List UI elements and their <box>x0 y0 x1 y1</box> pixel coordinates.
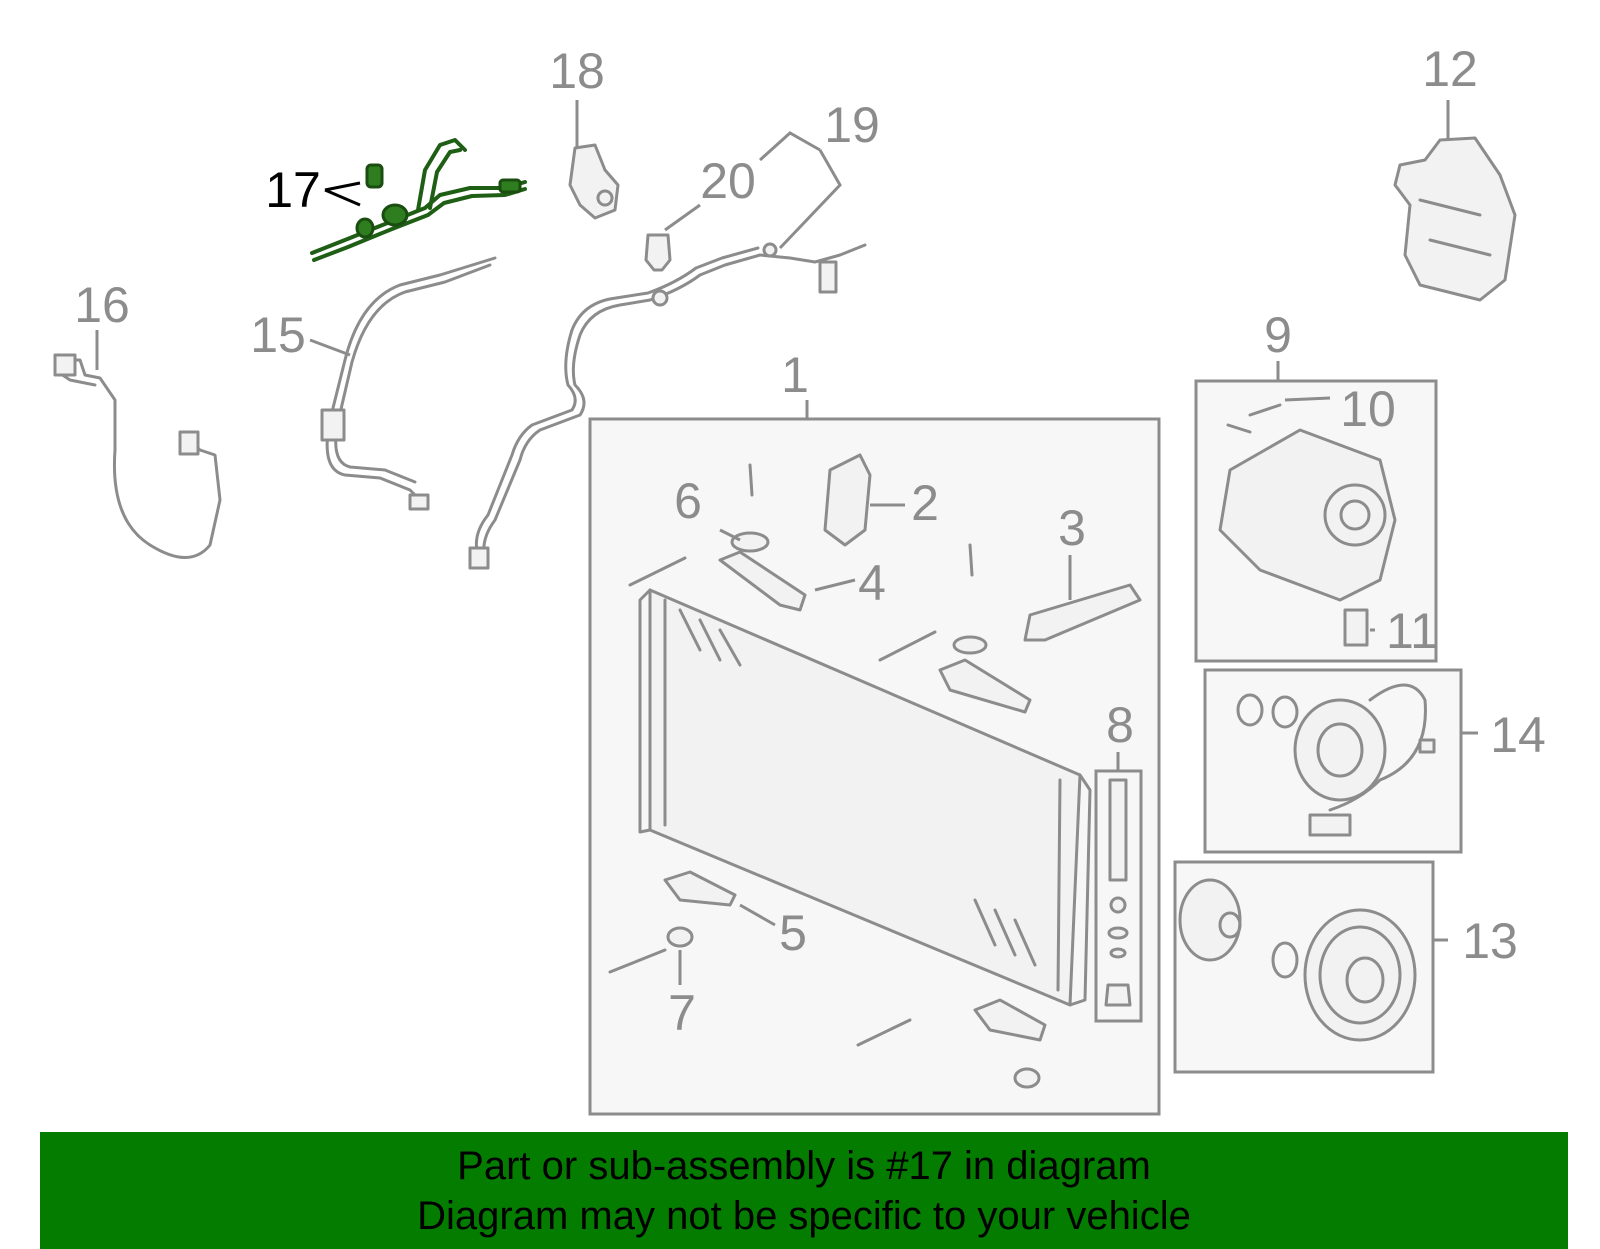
callout-20: 20 <box>700 153 756 209</box>
condenser-assembly-group <box>588 417 1161 1116</box>
callout-8: 8 <box>1106 697 1134 753</box>
callout-3: 3 <box>1058 500 1086 556</box>
callout-19: 19 <box>824 97 880 153</box>
callout-5: 5 <box>779 905 807 961</box>
bolts <box>608 463 974 1047</box>
leader-4 <box>814 578 856 592</box>
callout-12: 12 <box>1422 41 1478 97</box>
info-banner: Part or sub-assembly is #17 in diagram D… <box>40 1132 1568 1249</box>
callout-4: 4 <box>858 555 886 611</box>
callout-11: 11 <box>1386 603 1438 659</box>
callout-17: 17 <box>265 162 321 218</box>
banner-line-2: Diagram may not be specific to your vehi… <box>417 1193 1191 1238</box>
callout-15: 15 <box>250 307 306 363</box>
clutch-group <box>1173 860 1435 1074</box>
callout-2: 2 <box>911 475 939 531</box>
callout-16: 16 <box>74 277 130 333</box>
sensor-20 <box>644 233 672 272</box>
leader-5 <box>739 903 776 927</box>
leader-lines <box>95 100 1478 985</box>
bracket-18 <box>568 143 620 220</box>
condenser-core <box>638 588 1092 1007</box>
leader-10 <box>1284 396 1331 402</box>
leader-20 <box>664 203 701 232</box>
bracket-5 <box>663 870 737 907</box>
highlighted-hose-17 <box>310 138 527 262</box>
callout-labels: 1 2 3 4 5 6 7 8 9 10 11 12 13 14 15 16 1… <box>74 41 1546 1041</box>
leader-19 <box>758 131 842 250</box>
callout-10: 10 <box>1340 381 1396 437</box>
callout-7: 7 <box>668 985 696 1041</box>
clutch-coil-group <box>1203 668 1463 854</box>
callout-1: 1 <box>781 347 809 403</box>
banner-line-1: Part or sub-assembly is #17 in diagram <box>457 1143 1151 1188</box>
callout-18: 18 <box>549 43 605 99</box>
callout-9: 9 <box>1264 307 1292 363</box>
compressor-group <box>1194 379 1438 663</box>
cushion-6 <box>730 531 770 553</box>
callout-14: 14 <box>1490 707 1546 763</box>
bracket-4 <box>718 550 807 612</box>
leader-15 <box>309 338 351 357</box>
mount-lower <box>938 635 1047 1089</box>
hose-16 <box>53 353 222 559</box>
leader-6 <box>719 528 741 542</box>
callout-6: 6 <box>674 473 702 529</box>
callout-13: 13 <box>1462 913 1518 969</box>
dryer-kit-group <box>1094 769 1143 1023</box>
pipe-19 <box>468 242 867 570</box>
cushion-7 <box>666 926 694 948</box>
bracket-3 <box>1023 583 1142 642</box>
bracket-12 <box>1393 136 1517 302</box>
leader-17 <box>324 181 361 207</box>
bracket-2 <box>823 453 872 547</box>
hose-15 <box>320 256 497 511</box>
